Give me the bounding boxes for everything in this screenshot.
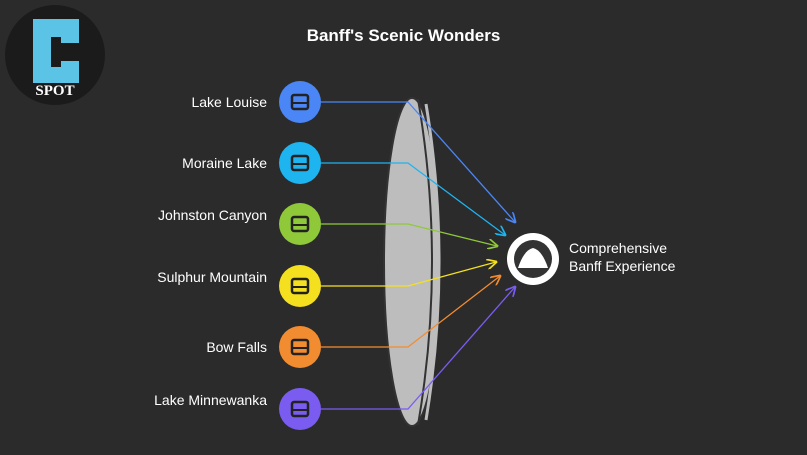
connector-arrow <box>321 262 496 287</box>
hotel-buildings-icon <box>279 81 321 123</box>
logo: SPOT <box>5 5 105 105</box>
input-label: Moraine Lake <box>182 155 267 171</box>
input-label: Lake Minnewanka <box>154 392 267 408</box>
lens-edge <box>417 98 433 426</box>
logo-graphic: SPOT <box>33 19 79 99</box>
input-label: Lake Louise <box>191 94 267 110</box>
connector-arrow <box>321 162 505 235</box>
waterfall-icon <box>279 326 321 368</box>
input-label: Johnston Canyon <box>158 207 267 223</box>
connector-arrow <box>321 223 497 246</box>
boat-paddle-icon <box>279 388 321 430</box>
input-label: Bow Falls <box>206 339 267 355</box>
connector-arrow <box>321 101 515 222</box>
input-label: Sulphur Mountain <box>157 269 267 285</box>
canyon-icon <box>279 203 321 245</box>
connector-arrow <box>321 276 500 348</box>
diagram-title: Banff's Scenic Wonders <box>306 26 501 45</box>
mountains-icon <box>279 142 321 184</box>
gondola-icon <box>279 265 321 307</box>
svg-text:SPOT: SPOT <box>35 83 74 99</box>
output-label: Comprehensive Banff Experience <box>569 240 676 274</box>
connector-arrow <box>321 287 515 410</box>
